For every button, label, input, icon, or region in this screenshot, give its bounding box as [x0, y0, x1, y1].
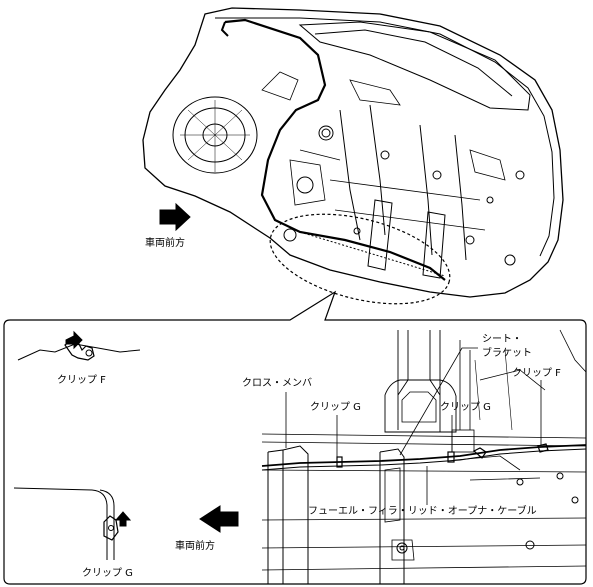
clip-f-label-right: クリップ F: [512, 368, 561, 379]
detail-callout-ellipse: [269, 213, 451, 305]
arrow-left-icon: [199, 505, 239, 533]
detail-frame: [3, 290, 587, 585]
zoomed-floor-detail: [261, 329, 587, 584]
front-direction-label-top: 車両前方: [145, 238, 185, 249]
arrow-right-icon: [159, 202, 191, 232]
fuel-filler-lid-opener-cable-label: フューエル・フィラ・リッド・オープナ・ケーブル: [308, 506, 537, 517]
clip-g-detail-label: クリップ G: [82, 568, 133, 579]
seat-bracket-label-line1: シート・: [482, 334, 522, 345]
clip-f-detail-drawing: [17, 330, 141, 361]
clip-f-detail-label: クリップ F: [57, 375, 106, 386]
clip-g-label-1: クリップ G: [310, 402, 361, 413]
clip-g-detail-drawing: [13, 487, 132, 560]
cross-member-label: クロス・メンバ: [242, 378, 312, 389]
vehicle-body-overview: [142, 7, 564, 298]
front-direction-label-bottom: 車両前方: [175, 541, 215, 552]
leader-lines: [285, 347, 542, 505]
seat-bracket-label-line2: ブラケット: [482, 348, 532, 359]
clip-g-label-2: クリップ G: [440, 402, 491, 413]
